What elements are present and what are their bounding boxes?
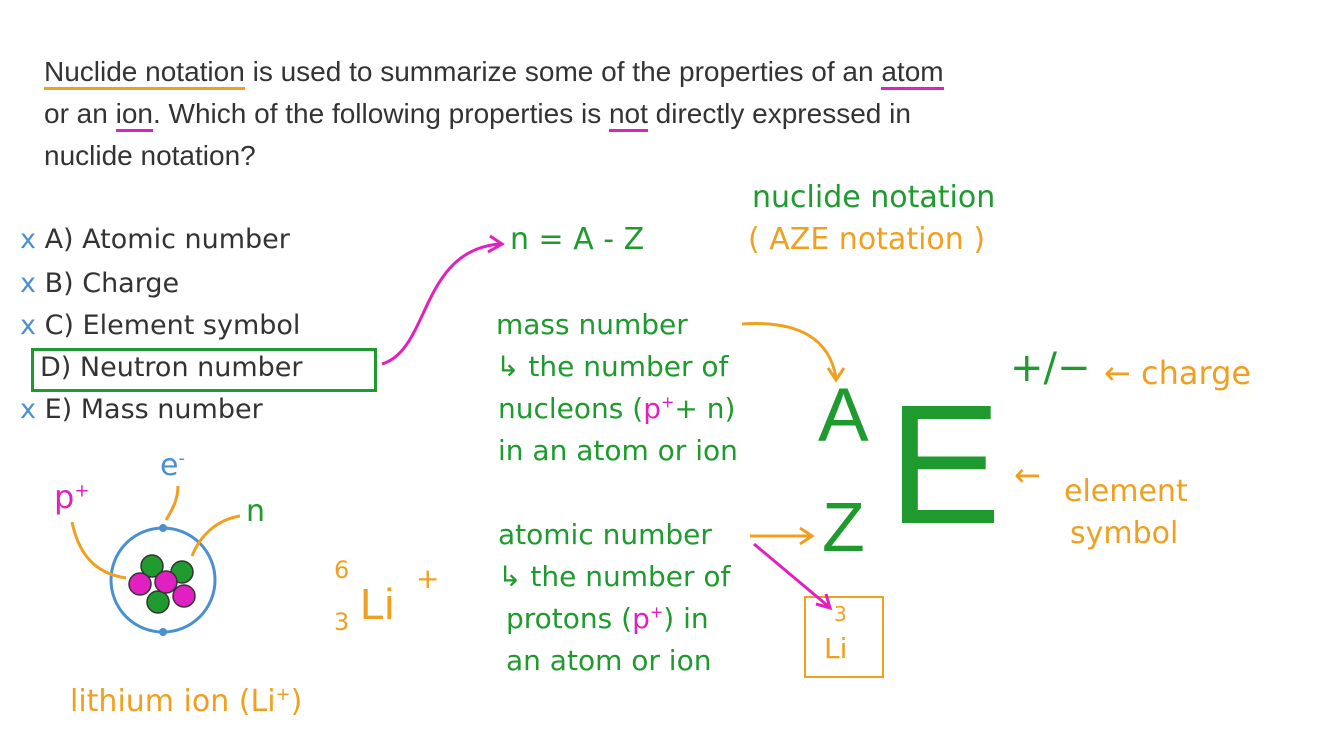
text: lithium ion (Li	[70, 684, 276, 719]
cross-icon: x	[20, 268, 36, 299]
atomic-number-title: atomic number	[498, 518, 712, 551]
text: e	[160, 448, 179, 483]
text: p	[54, 478, 75, 516]
atomic-desc-1: ↳ the number of	[498, 560, 731, 593]
proton-label: p+	[54, 478, 89, 516]
arrow-to-tile	[753, 542, 833, 611]
option-label: B) Charge	[44, 268, 180, 299]
text: ) in	[663, 602, 709, 635]
text: or an	[44, 98, 116, 129]
tile-symbol: Li	[824, 632, 848, 665]
notation-a: A	[818, 373, 869, 458]
arrow-neutron	[190, 514, 241, 557]
proton-symbol: p	[632, 602, 650, 635]
neutron-label: n	[246, 494, 266, 529]
cross-icon: x	[20, 224, 36, 255]
proton-symbol: p	[643, 392, 661, 425]
text: +	[275, 684, 291, 705]
question-line-3: nuclide notation?	[44, 140, 256, 171]
element-label-2: symbol	[1070, 516, 1179, 551]
heading-line-2: ( AZE notation )	[748, 222, 986, 257]
term-nuclide-notation: Nuclide notation	[44, 56, 245, 90]
element-label-1: element	[1064, 474, 1188, 509]
electron	[159, 524, 167, 532]
electron	[159, 628, 167, 636]
text: -	[178, 448, 185, 469]
option-label: E) Mass number	[44, 394, 263, 425]
electron-label: e-	[160, 448, 185, 483]
li-symbol: Li	[360, 580, 395, 629]
notation-e: E	[888, 370, 1002, 560]
neutron-formula: n = A - Z	[510, 222, 645, 257]
option-label: C) Element symbol	[44, 310, 301, 341]
element-arrow: ←	[1014, 456, 1041, 494]
mass-desc-3: in an atom or ion	[498, 434, 738, 467]
selected-answer-box	[31, 348, 377, 392]
text: protons (	[506, 602, 633, 635]
text: . Which of the following properties is	[152, 98, 609, 129]
text: is used to summarize some of the propert…	[244, 56, 882, 87]
atomic-desc-3: an atom or ion	[506, 644, 712, 677]
text: nucleons (	[498, 392, 644, 425]
text: directly expressed in	[647, 98, 911, 129]
arrow-atomic-to-z	[750, 526, 815, 546]
cross-icon: x	[20, 310, 36, 341]
atomic-desc-2: protons (p+) in	[506, 602, 709, 635]
arrow-to-formula	[381, 242, 501, 366]
li-atomic-number: 3	[334, 608, 350, 636]
text: +	[74, 480, 90, 502]
term-not: not	[608, 98, 648, 132]
mass-desc-1: ↳ the number of	[496, 350, 729, 383]
term-ion: ion	[115, 98, 153, 132]
option-a[interactable]: x A) Atomic number	[20, 224, 290, 255]
option-c[interactable]: x C) Element symbol	[20, 310, 301, 341]
option-b[interactable]: x B) Charge	[20, 268, 180, 299]
option-e[interactable]: x E) Mass number	[20, 394, 263, 425]
arrow-mass-to-a	[741, 321, 838, 379]
question-line-1: Nuclide notation is used to summarize so…	[44, 56, 944, 90]
atom-caption: lithium ion (Li+)	[70, 684, 302, 719]
option-label: A) Atomic number	[44, 224, 290, 255]
periodic-tile-li: 3 Li	[804, 596, 884, 678]
term-atom: atom	[881, 56, 944, 90]
proton-charge: +	[660, 392, 675, 412]
cross-icon: x	[20, 394, 36, 425]
tile-atomic-number: 3	[834, 602, 847, 626]
li-charge: +	[416, 562, 440, 595]
charge-label: ← charge	[1104, 354, 1252, 392]
mass-number-title: mass number	[496, 308, 688, 341]
option-label: D) Neutron number	[40, 352, 303, 383]
arrow-head	[826, 367, 846, 383]
notation-z: Z	[822, 488, 865, 566]
li-mass-number: 6	[334, 556, 350, 584]
text: )	[290, 684, 303, 719]
arrow-electron	[164, 485, 180, 521]
notation-charge: +/−	[1010, 345, 1091, 391]
text: + n)	[674, 392, 736, 425]
mass-desc-2: nucleons (p++ n)	[498, 392, 735, 425]
arrow-head	[487, 234, 505, 254]
option-d[interactable]: D) Neutron number	[40, 352, 303, 383]
nucleus	[128, 554, 196, 614]
question-line-2: or an ion. Which of the following proper…	[44, 98, 911, 132]
proton-charge: +	[649, 602, 664, 622]
heading-line-1: nuclide notation	[752, 180, 996, 215]
arrow-proton	[70, 521, 127, 580]
